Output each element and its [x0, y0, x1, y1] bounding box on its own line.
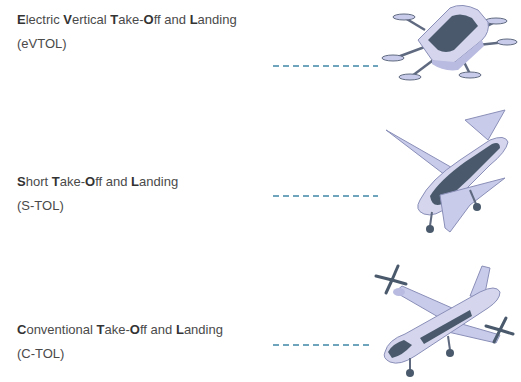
- leader-line: [273, 65, 378, 67]
- label-slot: (eVTOL): [17, 36, 67, 52]
- leader-line: [273, 195, 378, 197]
- term-acronym: (S-TOL): [17, 198, 64, 214]
- term-name: Electric Vertical Take-Off and Landing: [17, 12, 237, 28]
- term-name: Conventional Take-Off and Landing: [17, 322, 223, 338]
- term-acronym: (eVTOL): [17, 36, 67, 52]
- term-name: Short Take-Off and Landing: [17, 174, 178, 190]
- ctol-illustration: [376, 266, 513, 377]
- stol-illustration: [386, 110, 508, 233]
- label-slot: Conventional Take-Off and Landing: [17, 322, 223, 338]
- evtol-illustration: [382, 5, 517, 80]
- leader-line: [273, 344, 372, 346]
- label-slot: (C-TOL): [17, 346, 64, 362]
- term-acronym: (C-TOL): [17, 346, 64, 362]
- label-slot: Short Take-Off and Landing: [17, 174, 178, 190]
- label-slot: Electric Vertical Take-Off and Landing: [17, 12, 237, 28]
- label-slot: (S-TOL): [17, 198, 64, 214]
